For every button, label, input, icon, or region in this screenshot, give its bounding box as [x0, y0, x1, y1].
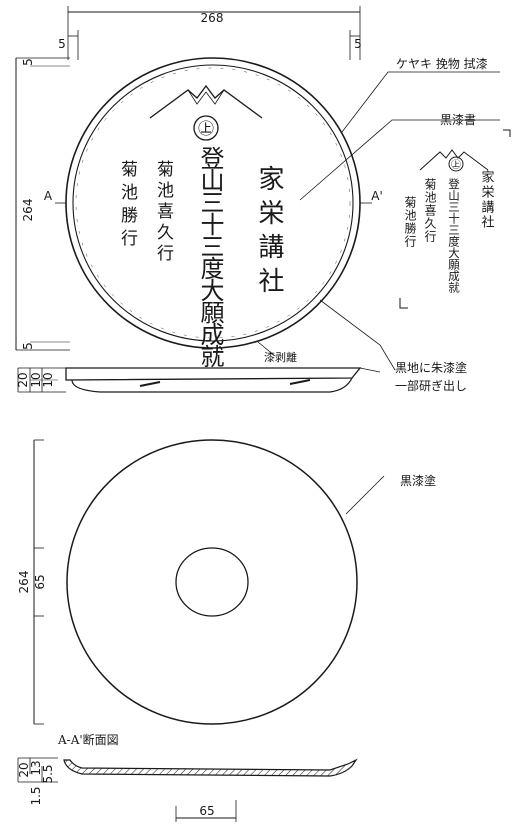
section-foot-dimension: 65 [175, 800, 237, 822]
plate-top-view: A A' [44, 57, 383, 349]
rim-finish-note-1: 黒地に朱漆塗 [395, 360, 467, 375]
bottom-finish-note: 黒漆塗 [400, 473, 436, 488]
inscription-col-center: 登山三十三度大願成就 [196, 146, 224, 368]
transcription-col-right: 家栄講社 [479, 169, 495, 230]
rim-left-label: 5 [58, 37, 66, 51]
section-mark-a: A [44, 189, 53, 203]
section-title: A-A'断面図 [57, 732, 119, 747]
sec-total-label: 20 [17, 762, 31, 777]
transcription-col-left-2: 菊池勝行 [403, 196, 417, 248]
transcription-col-center: 登山三十三度大願成就 [447, 177, 461, 294]
mount-fuji-icon [149, 84, 263, 119]
inscription-transcription: 黒漆書 ㊤ 家栄講社 登山三十三度大願成就 菊池喜久行 菊池勝行 [399, 113, 511, 309]
top-width-label: 268 [201, 11, 224, 25]
circled-character-icon: ㊤ [193, 115, 219, 141]
transcription-col-left-1: 菊池喜久行 [423, 178, 437, 243]
foot-diameter-label: 65 [33, 574, 47, 589]
emblem-char: ㊤ [198, 119, 214, 138]
side-total-label: 20 [16, 372, 30, 387]
rim-right-label: 5 [354, 37, 362, 51]
bottom-diameter-dimension: 264 65 [17, 439, 47, 725]
rim-width-dimension: 5 5 [58, 30, 362, 60]
top-width-dimension: 268 [67, 6, 361, 60]
inscription-col-left-2: 菊池勝行 [117, 160, 138, 252]
plate-section-view [63, 758, 358, 777]
section-mark-a-prime: A' [371, 189, 383, 203]
leader-lines-top [257, 71, 500, 371]
side-a-label: 10 [29, 372, 43, 387]
sec-55-label: 5.5 [41, 764, 55, 783]
top-height-dimension: 264 5 5 [15, 57, 70, 351]
sec-15-label: 1.5 [29, 786, 43, 805]
plate-bottom-view [66, 439, 385, 725]
plate-side-view [65, 367, 381, 393]
inscription-title: 黒漆書 [440, 113, 476, 127]
top-rim-bottom-label: 5 [21, 342, 35, 350]
section-height-dimension: 20 13 5.5 1.5 [17, 757, 58, 806]
sec-13-label: 13 [29, 760, 43, 775]
sec-foot-label: 65 [199, 804, 214, 818]
top-height-label: 264 [21, 199, 35, 222]
bottom-diameter-label: 264 [17, 571, 31, 594]
material-note: ケヤキ 挽物 拭漆 [396, 57, 488, 71]
side-height-dimension: 20 10 10 [16, 367, 66, 393]
peeled-lacquer-note: 漆剥離 [264, 350, 297, 364]
inscription-plate: 家栄講社 登山三十三度大願成就 菊池喜久行 菊池勝行 [117, 146, 284, 368]
inscription-col-left-1: 菊池喜久行 [153, 160, 174, 265]
side-b-label: 10 [41, 372, 55, 387]
svg-text:㊤: ㊤ [451, 159, 461, 171]
rim-finish-note-2: 一部研ぎ出し [395, 378, 467, 393]
inscription-col-right: 家栄講社 [254, 165, 284, 301]
top-rim-top-label: 5 [21, 58, 35, 66]
